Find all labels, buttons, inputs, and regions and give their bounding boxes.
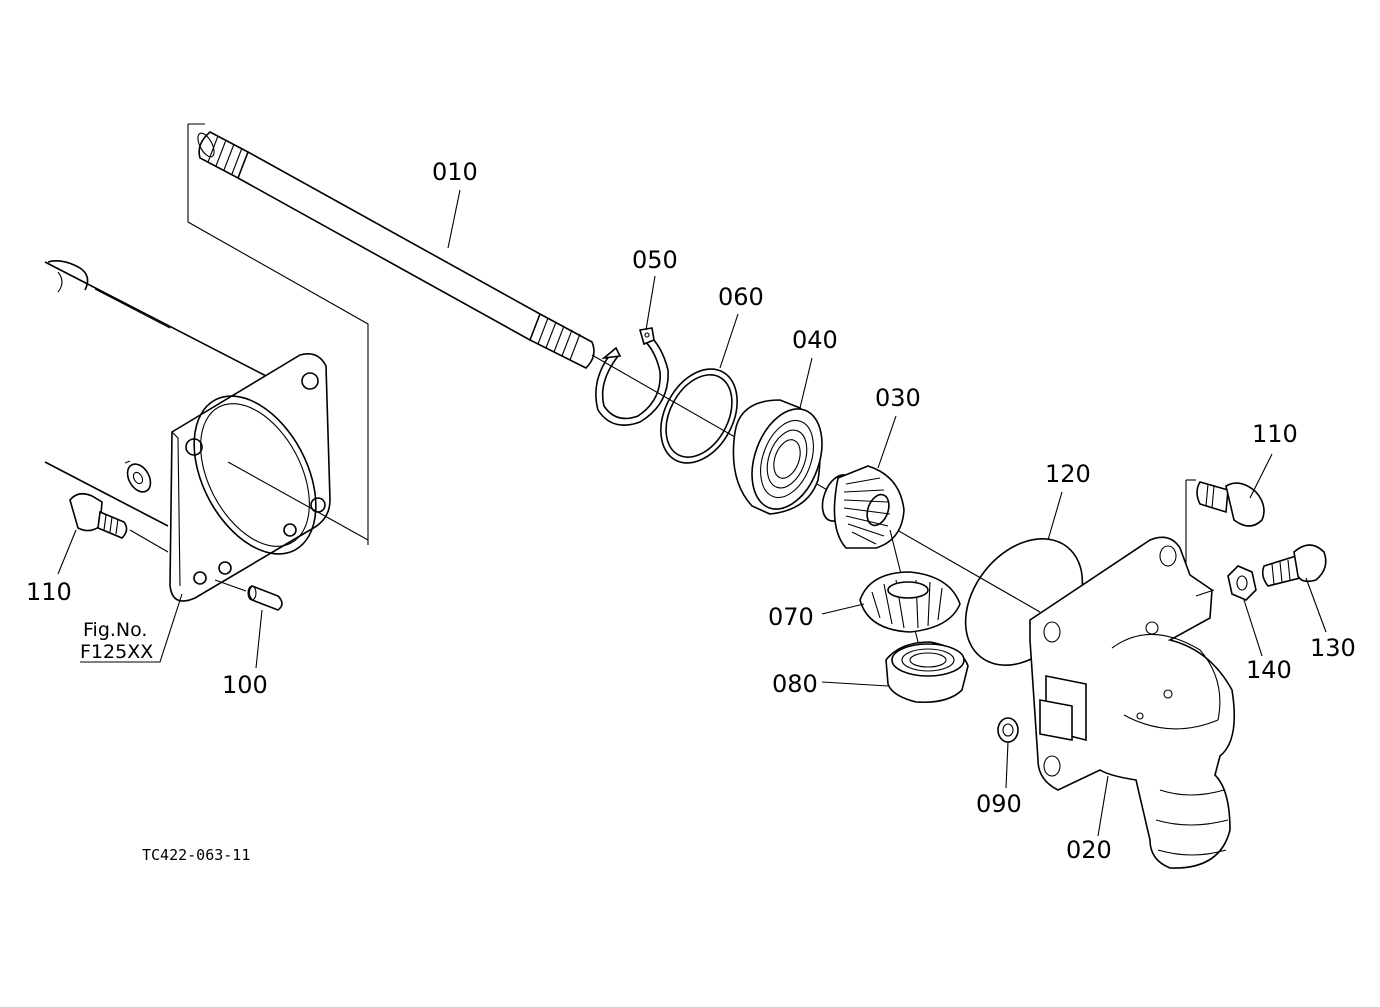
label-110-right: 110 (1252, 420, 1298, 448)
label-100: 100 (222, 671, 268, 699)
circlip-050 (595, 327, 669, 426)
figure-ref-line2: F125XX (80, 641, 153, 663)
drawing-code: TC422-063-11 (142, 846, 250, 864)
label-050: 050 (632, 246, 678, 274)
bolt-110-right (1196, 481, 1265, 527)
bearing-080 (885, 641, 969, 704)
bolt-090 (997, 717, 1019, 743)
pin-100 (214, 579, 283, 611)
label-070: 070 (768, 603, 814, 631)
ring-060 (660, 368, 738, 464)
housing-020 (1029, 479, 1236, 869)
bearing-040 (732, 399, 823, 515)
label-080: 080 (772, 670, 818, 698)
label-060: 060 (718, 283, 764, 311)
shaft-010 (197, 131, 1041, 613)
label-010: 010 (432, 158, 478, 186)
label-120: 120 (1045, 460, 1091, 488)
part-labels: 010 050 060 040 030 120 110 070 080 130 … (26, 158, 1356, 864)
label-030: 030 (875, 384, 921, 412)
nut-140 (1227, 565, 1257, 601)
figure-ref-line1: Fig.No. (83, 619, 147, 641)
left-housing (44, 123, 369, 602)
label-020: 020 (1066, 836, 1112, 864)
bolt-130 (1261, 544, 1327, 587)
label-090: 090 (976, 790, 1022, 818)
label-140: 140 (1246, 656, 1292, 684)
gear-070 (859, 571, 961, 633)
label-130: 130 (1310, 634, 1356, 662)
label-110-left: 110 (26, 578, 72, 606)
leader-lines (57, 189, 1327, 837)
gear-030 (821, 465, 931, 691)
bolt-110-left (69, 492, 169, 553)
label-040: 040 (792, 326, 838, 354)
